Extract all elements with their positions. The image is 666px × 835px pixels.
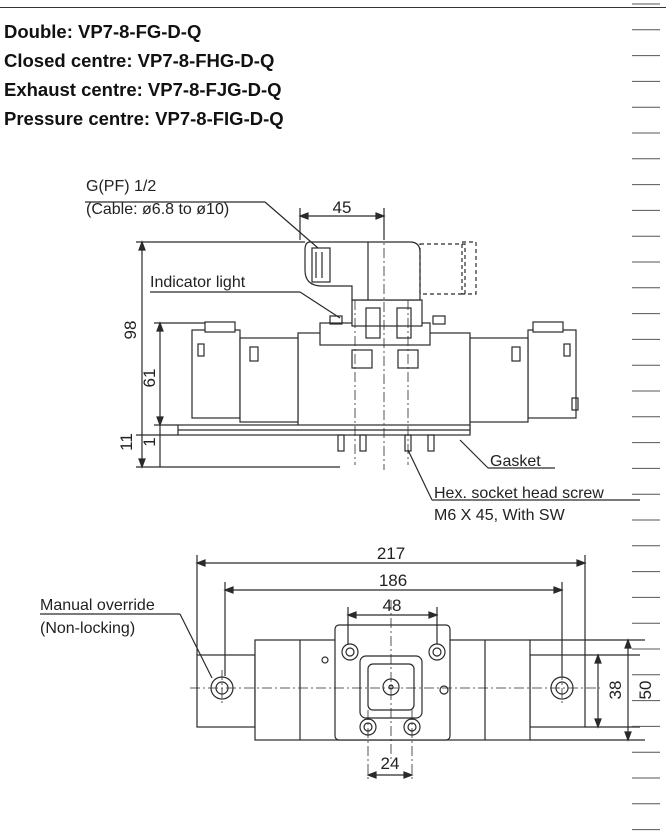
dim-61: 61	[140, 369, 159, 388]
top-rule	[0, 7, 666, 8]
cable-label: (Cable: ø6.8 to ø10)	[86, 201, 229, 218]
connector-label: G(PF) 1/2	[86, 178, 156, 195]
dim-45: 45	[333, 198, 352, 217]
model-title-list: Double: VP7-8-FG-D-Q Closed centre: VP7-…	[4, 17, 284, 133]
title-closed-centre: Closed centre: VP7-8-FHG-D-Q	[4, 50, 275, 71]
manual-override-label: Manual override	[40, 597, 155, 614]
left-solenoid	[191, 329, 241, 419]
left-coil	[239, 337, 299, 423]
title-pressure-centre: Pressure centre: VP7-8-FIG-D-Q	[4, 108, 284, 129]
top-view	[40, 555, 645, 780]
gasket-label: Gasket	[490, 453, 541, 470]
screw-label: Hex. socket head screw	[434, 485, 604, 502]
dim-38: 38	[606, 681, 625, 700]
title-exhaust-centre: Exhaust centre: VP7-8-FJG-D-Q	[4, 79, 282, 100]
non-locking-label: (Non-locking)	[40, 620, 135, 637]
right-solenoid	[527, 329, 577, 419]
dim-186: 186	[379, 571, 407, 590]
title-double: Double: VP7-8-FG-D-Q	[4, 21, 202, 42]
margin-ticks	[632, 3, 660, 831]
right-end-cap	[529, 654, 586, 728]
indicator-light-label: Indicator light	[150, 274, 246, 291]
dim-1: 1	[140, 437, 159, 446]
right-coil	[469, 337, 529, 423]
dim-98: 98	[121, 321, 140, 340]
dim-217: 217	[377, 544, 405, 563]
din-connector	[304, 241, 421, 301]
dim-48: 48	[383, 596, 402, 615]
screw-spec-label: M6 X 45, With SW	[434, 507, 566, 524]
dim-24: 24	[381, 754, 400, 773]
side-view	[85, 201, 640, 501]
dim-50: 50	[636, 681, 655, 700]
dim-11: 11	[117, 433, 136, 451]
